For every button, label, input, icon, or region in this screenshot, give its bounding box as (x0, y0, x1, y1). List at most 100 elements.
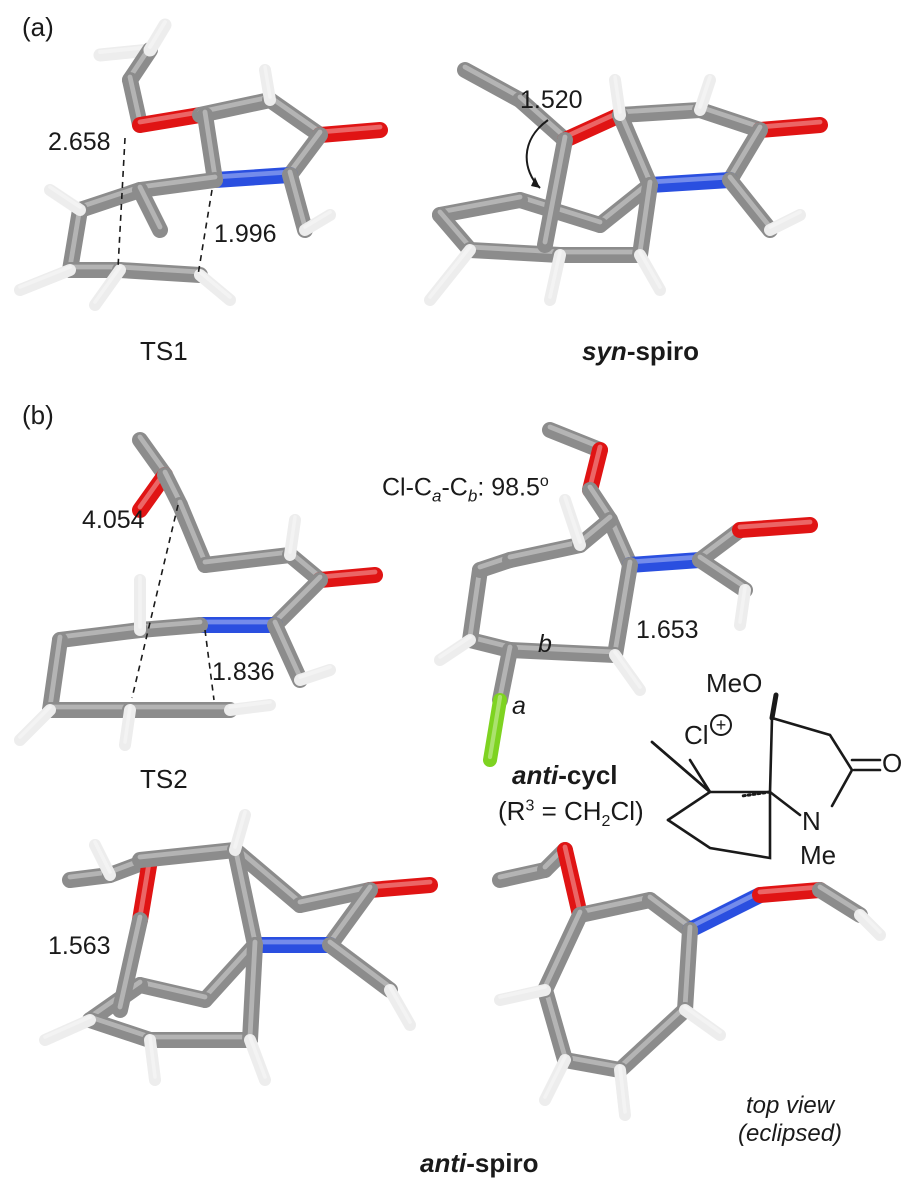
bond-highlight (77, 184, 143, 210)
bond-stick (62, 202, 88, 278)
bond-highlight (247, 939, 258, 1040)
bond-stick (764, 209, 806, 236)
bond-highlight (613, 75, 622, 114)
bond-stick (677, 922, 698, 1018)
bond-highlight (562, 109, 623, 140)
bond-highlight (682, 924, 693, 1010)
top-view-caption: top view (eclipsed) (738, 1092, 842, 1147)
ts1-distance-label-2: 1.996 (214, 220, 277, 248)
bond-stick (462, 242, 568, 263)
bond-sticks (14, 18, 886, 1121)
bond-stick (622, 552, 708, 573)
bond-highlight (197, 94, 273, 115)
scheme-me-label: Me (800, 840, 837, 870)
bond-stick (197, 547, 298, 573)
bond-highlight (637, 179, 653, 255)
bond-stick (572, 892, 658, 923)
bond-stick (322, 882, 378, 953)
bond-highlight (117, 914, 143, 1010)
bond-highlight (137, 619, 203, 630)
bond-highlight (498, 985, 547, 999)
bond-highlight (47, 634, 63, 710)
bond-highlight (43, 1015, 92, 1039)
bond-highlight (462, 64, 523, 100)
bond-highlight (267, 94, 323, 135)
forming-bond-dashes (117, 137, 215, 701)
top-view-line-2: (eclipsed) (738, 1119, 843, 1147)
bond-stick (384, 984, 416, 1031)
bond-highlight (548, 250, 562, 299)
bond-highlight (517, 94, 568, 140)
bond-highlight (137, 174, 218, 190)
bond-highlight (437, 194, 523, 215)
ts2-distance-label-1: 4.054 (82, 506, 145, 534)
scheme-meo-label: MeO (706, 668, 763, 698)
bond-highlight (577, 514, 613, 545)
bond-stick (299, 209, 336, 236)
bond-stick (492, 642, 518, 708)
bond-highlight (757, 884, 823, 895)
bond-stick (14, 264, 76, 296)
bond-highlight (248, 1035, 267, 1079)
bond-highlight (388, 985, 412, 1024)
ts2-caption: TS2 (140, 764, 188, 794)
forming-bond-dash (131, 504, 179, 699)
bond-stick (634, 249, 666, 296)
bond-highlight (202, 549, 293, 565)
bond-highlight (587, 444, 603, 490)
bond-highlight (98, 45, 152, 54)
bond-stick (362, 877, 438, 898)
bond-highlight (617, 104, 703, 115)
bond-highlight (137, 844, 238, 860)
bond-highlight (87, 1014, 153, 1040)
bond-highlight (297, 884, 373, 905)
bond-stick (242, 937, 263, 1048)
bond-highlight (698, 75, 712, 109)
bond-stick (267, 572, 328, 633)
bond-highlight (858, 910, 882, 934)
bond-stick (44, 184, 86, 216)
bond-highlight (543, 1055, 567, 1099)
bond-stick (734, 584, 751, 631)
bond-highlight (627, 554, 703, 565)
anti-cycl-angle-label: Cl-Ca-Cb: 98.5o (382, 473, 549, 506)
bond-highlight (162, 469, 183, 505)
bond-stick (434, 634, 476, 666)
bond-highlight (317, 124, 383, 135)
anti-spiro-caption: anti-spiro (420, 1148, 539, 1178)
bond-stick (224, 699, 276, 716)
bond-highlight (542, 984, 568, 1060)
bond-highlight (467, 564, 483, 640)
bond-highlight (263, 65, 272, 99)
bond-stick (143, 18, 172, 57)
bond-highlight (687, 889, 763, 930)
bond-stick (312, 567, 383, 588)
bond-stick (692, 102, 768, 138)
bond-stick (722, 122, 768, 188)
bond-highlight (18, 265, 72, 289)
bond-stick (132, 172, 223, 198)
bond-highlight (137, 109, 203, 125)
bond-stick (544, 249, 566, 306)
top-view-line-1: top view (746, 1092, 835, 1119)
bond-highlight (727, 174, 773, 230)
bond-highlight (233, 810, 247, 849)
bond-stick (732, 517, 818, 538)
bond-stick (227, 842, 263, 953)
ts1-distance-label-1: 2.658 (48, 128, 111, 156)
bond-highlight (437, 209, 473, 250)
bond-highlight (127, 74, 143, 125)
bond-highlight (117, 264, 203, 275)
bond-highlight (327, 884, 373, 945)
bond-stick (612, 102, 708, 123)
bond-stick (752, 882, 828, 903)
bond-highlight (562, 844, 583, 915)
bond-highlight (67, 204, 83, 270)
bond-stick (642, 892, 698, 938)
bond-stick (282, 127, 328, 183)
bond-stick (462, 562, 488, 648)
forming-bond-dash (197, 189, 213, 276)
bond-highlight (542, 134, 568, 245)
atom-label-a: a (512, 692, 526, 720)
